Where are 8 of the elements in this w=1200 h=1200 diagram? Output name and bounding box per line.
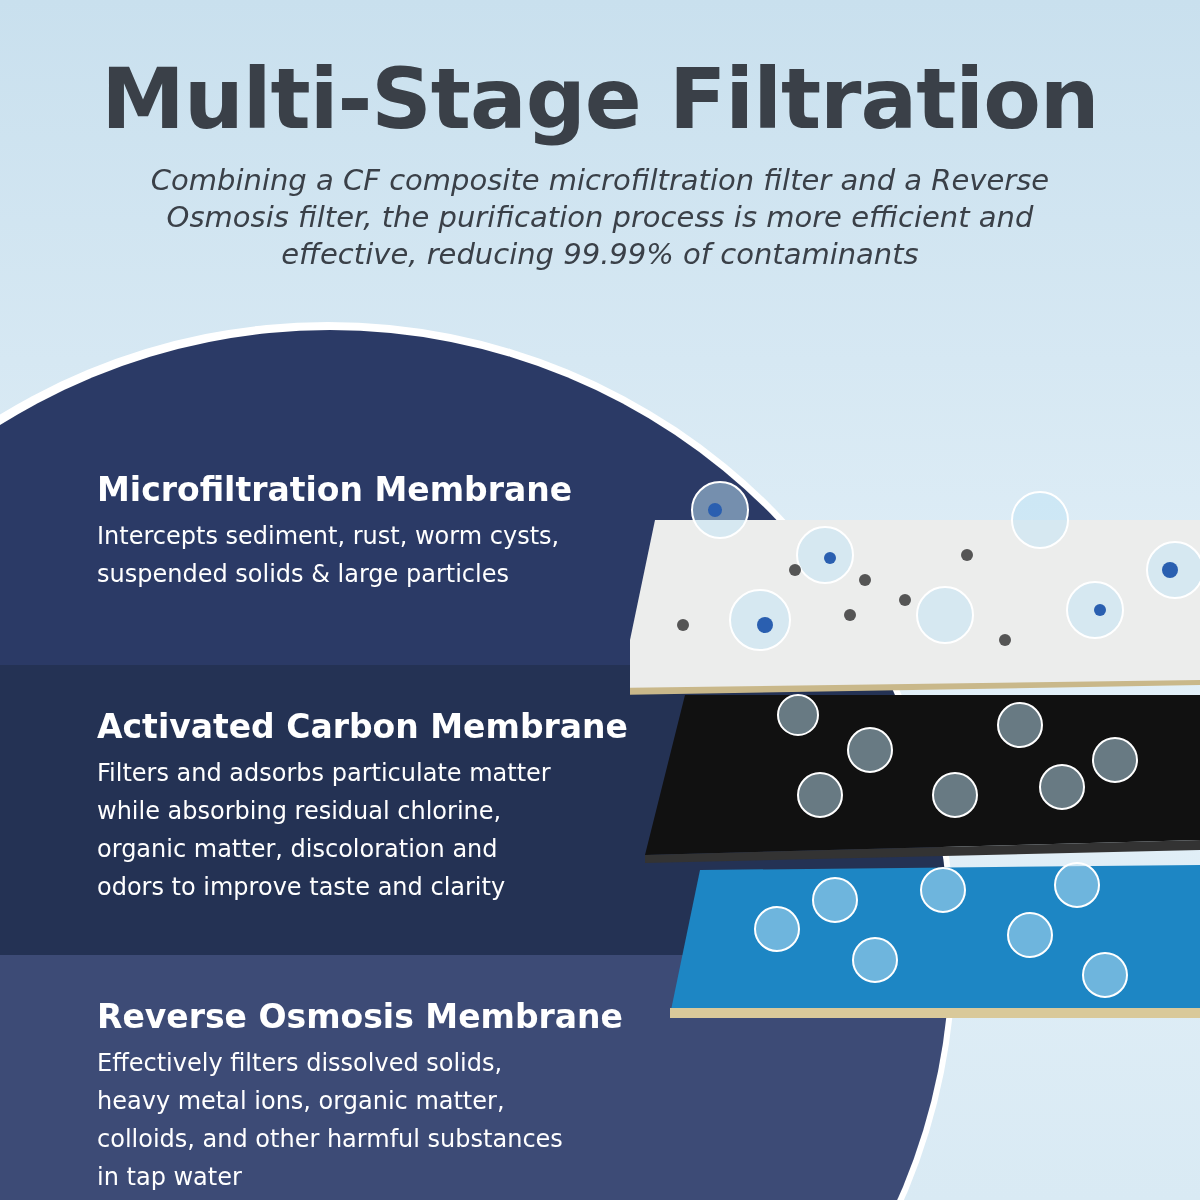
stage-heading: Microfiltration Membrane xyxy=(97,470,573,509)
stage-heading: Activated Carbon Membrane xyxy=(97,707,628,746)
stage-description: Effectively filters dissolved solids, heavy metal ions, organic matter, colloids, and other harmful substances in tap water xyxy=(97,1048,564,1193)
stage-heading: Reverse Osmosis Membrane xyxy=(97,997,623,1036)
subtitle: Combining a CF composite microfiltration filter and a Reverse Osmosis filter, the purification process is more efficient and effective, reducing 99.99% of contaminants xyxy=(149,162,1051,273)
title: Multi-Stage Filtration xyxy=(100,50,1100,148)
stage-description: Intercepts sediment, rust, worm cysts, suspended solids & large particles xyxy=(97,521,561,590)
stage-description: Filters and adsorbs particulate matter while absorbing residual chlorine, organic matter, discoloration and odors to improve taste and clarity xyxy=(97,758,552,903)
